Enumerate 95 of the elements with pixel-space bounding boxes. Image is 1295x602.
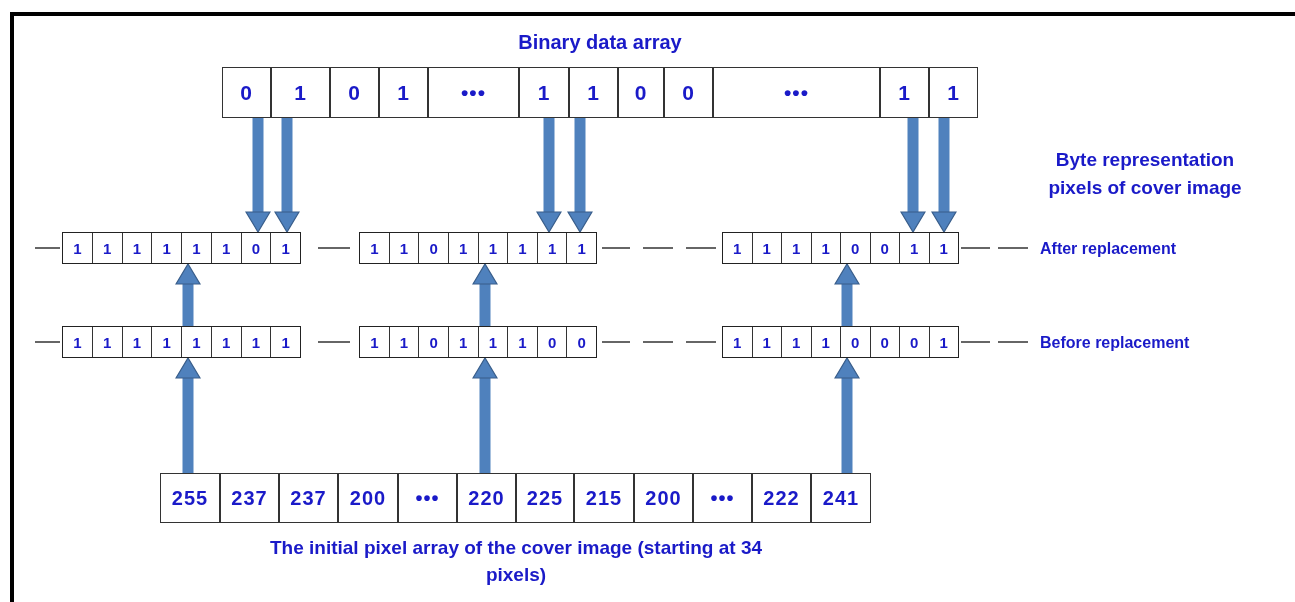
bit-cell: 1 (781, 233, 811, 263)
bit-cell: 0 (418, 327, 448, 357)
bit-cell: 0 (840, 327, 870, 357)
array-cell: 1 (929, 67, 978, 118)
array-cell: 237 (220, 473, 279, 523)
bit-cell-text: 1 (369, 332, 380, 353)
array-cell: 237 (279, 473, 338, 523)
array-cell: ••• (428, 67, 519, 118)
bit-cell: 0 (566, 327, 596, 357)
block-arrow (274, 118, 300, 233)
bit-cell: 1 (181, 233, 211, 263)
bit-cell: 1 (121, 233, 152, 263)
byte-box (62, 232, 301, 264)
bit-cell: 1 (388, 233, 419, 263)
array-cell: 1 (519, 67, 569, 118)
bit-cell: 1 (536, 233, 567, 263)
array-cell: 1 (379, 67, 428, 118)
bit-cell: 1 (91, 327, 122, 357)
bit-cell-text: 1 (369, 238, 380, 259)
bit-cell: 1 (151, 327, 181, 357)
bit-cell: 1 (751, 233, 781, 263)
bit-cell: 0 (869, 233, 899, 263)
array-cell: 220 (457, 473, 516, 523)
block-arrow (900, 118, 926, 233)
row-label: Before replacement (1040, 333, 1191, 353)
array-cell: 215 (574, 473, 634, 523)
array-cell: 225 (516, 473, 574, 523)
byte-box (359, 232, 597, 264)
block-arrow (536, 118, 562, 233)
bit-cell: 1 (447, 327, 478, 357)
block-arrow (567, 118, 593, 233)
bit-cell-text: 1 (72, 238, 83, 259)
array-cell: 255 (160, 473, 220, 523)
array-cell: ••• (693, 473, 752, 523)
block-arrow (472, 357, 498, 473)
block-arrow (175, 357, 201, 473)
bit-cell: 0 (840, 233, 870, 263)
row-label: Byte representation pixels of cover image (1047, 148, 1243, 200)
byte-box (722, 232, 959, 264)
bit-cell: 1 (928, 233, 958, 263)
bit-cell: 1 (810, 233, 840, 263)
bit-cell: 1 (507, 327, 537, 357)
bit-cell: 0 (536, 327, 567, 357)
bit-cell: 1 (270, 233, 300, 263)
bit-cell: 1 (928, 327, 958, 357)
array-cell: 0 (664, 67, 713, 118)
block-arrow (245, 118, 271, 233)
bit-cell: 1 (447, 233, 478, 263)
bit-cell: 1 (270, 327, 300, 357)
byte-box (722, 326, 959, 358)
block-arrow (834, 263, 860, 326)
block-arrow (175, 263, 201, 326)
array-cell: 200 (634, 473, 693, 523)
bit-cell-text: 1 (732, 238, 743, 259)
array-cell: 222 (752, 473, 811, 523)
array-cell: ••• (398, 473, 457, 523)
bit-cell: 1 (477, 233, 508, 263)
bit-cell: 1 (91, 233, 122, 263)
bit-cell: 0 (240, 233, 271, 263)
bit-cell: 1 (181, 327, 211, 357)
array-caption: The initial pixel array of the cover image (starting at 34 pixels) (268, 536, 763, 587)
bit-cell: 1 (151, 233, 181, 263)
bit-cell: 1 (751, 327, 781, 357)
bit-cell: 0 (418, 233, 448, 263)
bit-cell: 1 (566, 233, 596, 263)
bit-cell: 1 (477, 327, 508, 357)
array-cell: 0 (330, 67, 379, 118)
byte-box (62, 326, 301, 358)
bit-cell: 0 (869, 327, 899, 357)
bit-cell: 1 (210, 327, 241, 357)
bit-cell: 1 (240, 327, 271, 357)
bit-cell: 1 (210, 233, 241, 263)
bit-cell-text: 1 (72, 332, 83, 353)
block-arrow (834, 357, 860, 473)
array-cell: 1 (569, 67, 618, 118)
array-cell: 1 (880, 67, 929, 118)
array-cell: 0 (618, 67, 664, 118)
array-cell: ••• (713, 67, 880, 118)
bit-cell-text: 1 (732, 332, 743, 353)
array-cell: 0 (222, 67, 271, 118)
array-cell: 1 (271, 67, 330, 118)
byte-box (359, 326, 597, 358)
block-arrow (931, 118, 957, 233)
row-label: After replacement (1040, 239, 1178, 259)
bit-cell: 1 (781, 327, 811, 357)
bit-cell: 1 (810, 327, 840, 357)
bit-cell: 1 (899, 233, 929, 263)
bit-cell: 0 (899, 327, 929, 357)
block-arrow (472, 263, 498, 326)
bit-cell: 1 (507, 233, 537, 263)
array-cell: 200 (338, 473, 398, 523)
bit-cell: 1 (388, 327, 419, 357)
bit-cell: 1 (121, 327, 152, 357)
array-cell: 241 (811, 473, 871, 523)
array-title: Binary data array (517, 30, 683, 54)
